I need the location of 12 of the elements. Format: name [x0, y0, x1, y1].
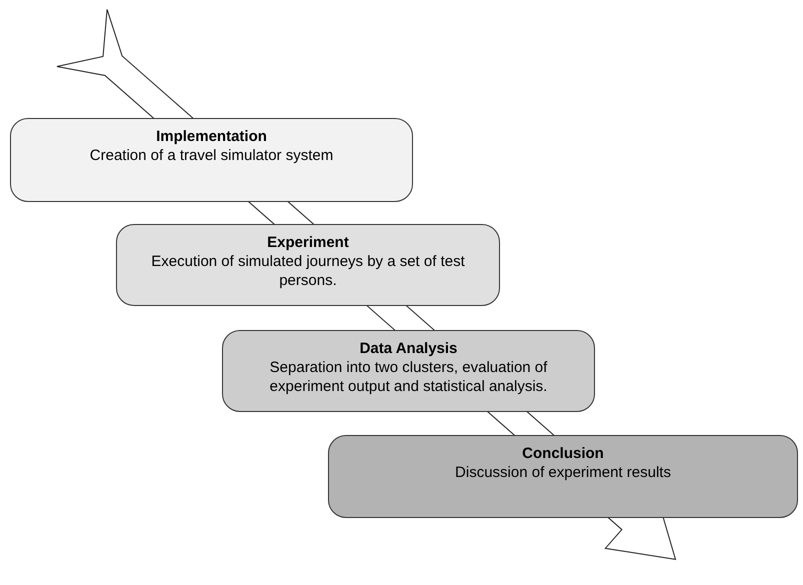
step-description: Creation of a travel simulator system — [88, 146, 334, 165]
step-description: Discussion of experiment results — [454, 463, 672, 482]
step-title: Data Analysis — [358, 339, 458, 358]
step-box — [222, 330, 595, 412]
step-title: Implementation — [155, 127, 268, 146]
step-box — [10, 118, 413, 202]
step-box — [116, 224, 500, 306]
step-box — [328, 435, 798, 518]
step-title: Experiment — [266, 233, 350, 252]
step-title: Conclusion — [521, 444, 605, 463]
step-description: Separation into two clusters, evaluation of experiment output and statistical analysis. — [268, 358, 548, 396]
step-description: Execution of simulated journeys by a set of test persons. — [150, 252, 466, 290]
